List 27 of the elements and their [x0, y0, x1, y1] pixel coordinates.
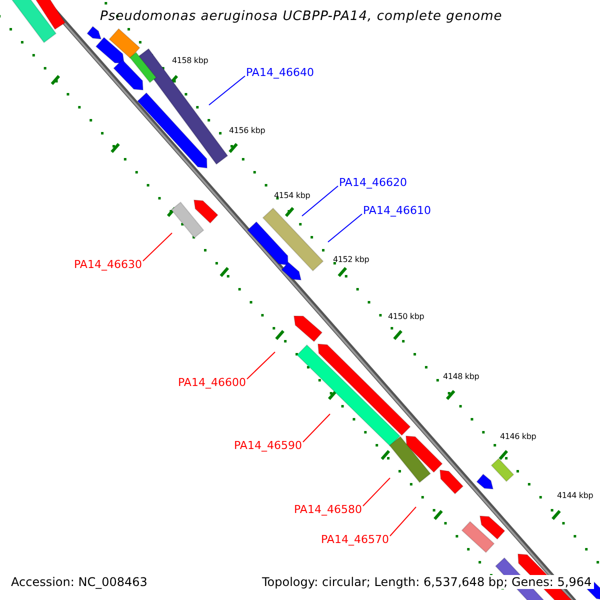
leader-line [302, 414, 330, 442]
gene-label: PA14_46620 [339, 177, 407, 188]
tick-label: 4154 kbp [274, 192, 310, 200]
gene-label: PA14_46590 [234, 440, 302, 451]
leader-line [246, 352, 276, 380]
leader-line [390, 506, 416, 536]
tick-label: 4144 kbp [557, 492, 594, 500]
tick-label: 4156 kbp [229, 127, 266, 135]
gene-label: PA14_46570 [321, 534, 389, 545]
gene-label: PA14_46640 [246, 67, 314, 78]
gene-label: PA14_46630 [74, 259, 142, 270]
tick-label: 4146 kbp [500, 433, 536, 441]
footer-text: Accession: NC_008463 [9, 575, 150, 589]
tick-label: 4158 kbp [172, 57, 208, 65]
gene-label: PA14_46580 [294, 504, 362, 515]
tick-label: 4150 kbp [388, 313, 424, 321]
gene-label: PA14_46600 [178, 377, 246, 388]
leader-line [362, 478, 390, 506]
leader-line [328, 214, 362, 242]
leader-line [142, 232, 172, 262]
title: Pseudomonas aeruginosa UCBPP-PA14, complete genome [100, 10, 502, 23]
tick-label: 4148 kbp [443, 373, 480, 381]
gene-label: PA14_46610 [363, 205, 431, 216]
leader-line [208, 76, 246, 106]
footer-text: Topology: circular; Length: 6,537,648 bp; Genes: 5,964 [260, 575, 594, 589]
tick-label: 4152 kbp [333, 256, 370, 264]
leader-line [302, 186, 338, 216]
